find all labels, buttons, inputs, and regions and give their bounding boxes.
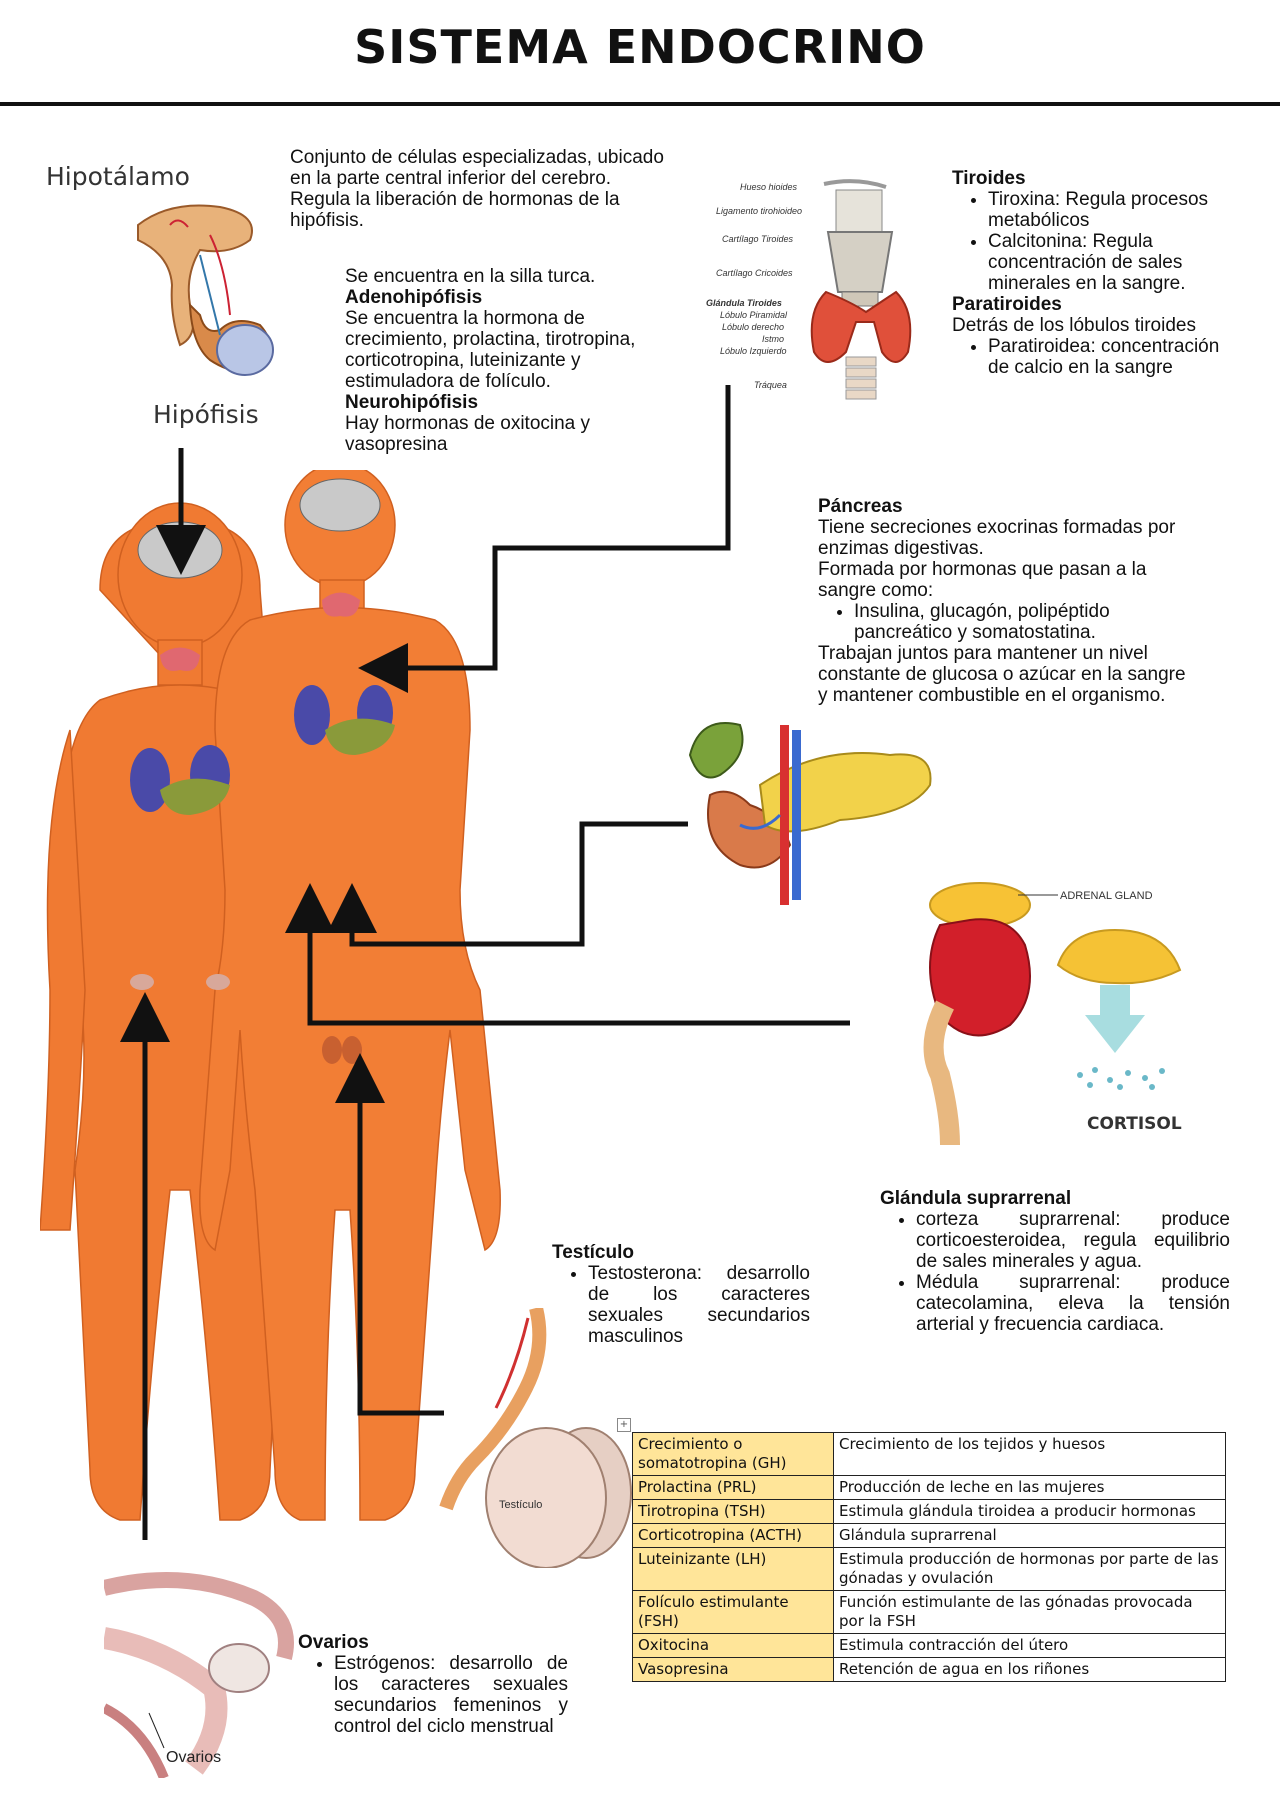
suprarrenal-item: corteza suprarrenal: produce corticoeste… xyxy=(916,1209,1230,1272)
hipotalamo-desc-1: Conjunto de células especializadas, ubic… xyxy=(290,147,664,189)
hormone-name-cell: Prolactina (PRL) xyxy=(632,1475,834,1500)
female-brain xyxy=(137,521,223,579)
table-row: Folículo estimulante (FSH)Función estimu… xyxy=(632,1590,1226,1634)
hypothalamus-pituitary-illustration xyxy=(137,204,274,376)
hormone-function-cell: Retención de agua en los riñones xyxy=(833,1657,1226,1682)
paratiroides-title: Paratiroides xyxy=(952,294,1062,315)
hormone-name-cell: Crecimiento o somatotropina (GH) xyxy=(632,1432,834,1476)
suprarrenal-title: Glándula suprarrenal xyxy=(880,1188,1072,1209)
male-testis-left xyxy=(322,1036,342,1064)
female-kidney-left xyxy=(130,748,170,812)
hormone-name-cell: Vasopresina xyxy=(632,1657,834,1682)
cortisol-label: CORTISOL xyxy=(1087,1114,1182,1134)
hormone-function-cell: Producción de leche en las mujeres xyxy=(833,1475,1226,1500)
female-ovary-right xyxy=(206,974,230,990)
suprarrenal-section: Glándula suprarrenal corteza suprarrenal… xyxy=(880,1188,1230,1335)
female-pancreas xyxy=(160,778,230,815)
hormone-name-cell: Luteinizante (LH) xyxy=(632,1547,834,1591)
adrenal-gland-illustration: ADRENAL GLAND CORTISOL xyxy=(923,882,1182,1146)
tiroides-item: Tiroxina: Regula procesos metabólicos xyxy=(988,189,1242,231)
thyroid-label-traquea: Tráquea xyxy=(754,380,787,390)
table-move-handle[interactable]: + xyxy=(617,1418,631,1432)
tiroides-section: Tiroides Tiroxina: Regula procesos metab… xyxy=(952,168,1242,378)
thyroid-label-derecho: Lóbulo derecho xyxy=(722,322,784,332)
tiroides-title: Tiroides xyxy=(952,168,1026,189)
hormone-function-cell: Crecimiento de los tejidos y huesos xyxy=(833,1432,1226,1476)
hormone-function-cell: Función estimulante de las gónadas provo… xyxy=(833,1590,1226,1634)
pancreas-section: Páncreas Tiene secreciones exocrinas for… xyxy=(818,496,1188,706)
hipofisis-description: Se encuentra en la silla turca. Adenohip… xyxy=(345,266,675,455)
pancreas-p2: Formada por hormonas que pasan a la sang… xyxy=(818,559,1147,601)
human-bodies-illustration xyxy=(40,470,501,1521)
pancreas-illustration xyxy=(688,722,932,905)
thyroid-label-cricoides: Cartílago Cricoides xyxy=(716,268,793,278)
hipotalamo-desc-2: Regula la liberación de hormonas de la h… xyxy=(290,189,620,231)
hormone-function-cell: Glándula suprarrenal xyxy=(833,1523,1226,1548)
hormone-name-cell: Corticotropina (ACTH) xyxy=(632,1523,834,1548)
female-thyroid xyxy=(160,647,200,671)
pancreas-p1: Tiene secreciones exocrinas formadas por… xyxy=(818,517,1176,559)
page-title: SISTEMA ENDOCRINO xyxy=(354,20,926,74)
adrenal-gland-label: ADRENAL GLAND xyxy=(1060,890,1153,902)
pancreas-p3: Trabajan juntos para mantener un nivel c… xyxy=(818,643,1186,706)
table-row: Prolactina (PRL)Producción de leche en l… xyxy=(632,1475,1226,1500)
thyroid-label-ligamento: Ligamento tirohioideo xyxy=(716,206,802,216)
ovarios-title: Ovarios xyxy=(298,1632,369,1653)
hipotalamo-label: Hipotálamo xyxy=(46,162,190,191)
adenohipofisis-text: Se encuentra la hormona de crecimiento, … xyxy=(345,308,636,392)
thyroid-label-cartilago-tiroides: Cartílago Tiroides xyxy=(722,234,793,244)
male-pancreas xyxy=(325,718,395,755)
title-divider xyxy=(0,102,1280,106)
neurohipofisis-title: Neurohipófisis xyxy=(345,392,479,413)
testiculo-item: Testosterona: desarrollo de los caracter… xyxy=(588,1263,810,1347)
adenohipofisis-title: Adenohipófisis xyxy=(345,287,483,308)
male-thyroid xyxy=(322,592,360,617)
hormone-table: Crecimiento o somatotropina (GH)Crecimie… xyxy=(632,1432,1226,1682)
male-brain xyxy=(299,478,381,532)
thyroid-illustration: Hueso hioides Ligamento tirohioideo Cart… xyxy=(706,179,912,400)
ovaries-illustration: Ovarios xyxy=(104,1572,294,1778)
ovarios-section: Ovarios Estrógenos: desarrollo de los ca… xyxy=(298,1632,568,1737)
neurohipofisis-text: Hay hormonas de oxitocina y vasopresina xyxy=(345,413,591,455)
thyroid-label-glandula: Glándula Tiroides xyxy=(706,298,782,308)
paratiroides-text: Detrás de los lóbulos tiroides xyxy=(952,315,1196,336)
testicle-image-label: Testículo xyxy=(499,1499,542,1511)
testiculo-section: Testículo Testosterona: desarrollo de lo… xyxy=(552,1242,810,1347)
paratiroides-item: Paratiroidea: concentración de calcio en… xyxy=(988,336,1242,378)
hormone-function-cell: Estimula contracción del útero xyxy=(833,1633,1226,1658)
male-kidney-left xyxy=(294,685,330,745)
table-row: Luteinizante (LH)Estimula producción de … xyxy=(632,1547,1226,1591)
hormone-function-cell: Estimula glándula tiroidea a producir ho… xyxy=(833,1499,1226,1524)
hormone-name-cell: Tirotropina (TSH) xyxy=(632,1499,834,1524)
thyroid-label-izquierdo: Lóbulo Izquierdo xyxy=(720,346,787,356)
thyroid-label-piramidal: Lóbulo Piramidal xyxy=(720,310,788,320)
table-row: Corticotropina (ACTH)Glándula suprarrena… xyxy=(632,1523,1226,1548)
hipofisis-location: Se encuentra en la silla turca. xyxy=(345,266,596,287)
tiroides-item: Calcitonina: Regula concentración de sal… xyxy=(988,231,1242,294)
hipotalamo-description: Conjunto de células especializadas, ubic… xyxy=(290,147,670,231)
pancreas-title: Páncreas xyxy=(818,496,903,517)
suprarrenal-item: Médula suprarrenal: produce catecolamina… xyxy=(916,1272,1230,1335)
hipofisis-label: Hipófisis xyxy=(153,400,259,429)
ovaries-image-label: Ovarios xyxy=(166,1749,221,1766)
pancreas-item: Insulina, glucagón, polipéptido pancreát… xyxy=(854,601,1188,643)
hormone-name-cell: Oxitocina xyxy=(632,1633,834,1658)
table-row: Crecimiento o somatotropina (GH)Crecimie… xyxy=(632,1432,1226,1476)
testicle-illustration: Testículo xyxy=(439,1308,632,1568)
hormone-function-cell: Estimula producción de hormonas por part… xyxy=(833,1547,1226,1591)
ovarios-item: Estrógenos: desarrollo de los caracteres… xyxy=(334,1653,568,1737)
testiculo-title: Testículo xyxy=(552,1242,634,1263)
male-testis-right xyxy=(342,1036,362,1064)
table-row: Tirotropina (TSH)Estimula glándula tiroi… xyxy=(632,1499,1226,1524)
thyroid-label-istmo: Istmo xyxy=(762,334,784,344)
female-ovary-left xyxy=(130,974,154,990)
hormone-name-cell: Folículo estimulante (FSH) xyxy=(632,1590,834,1634)
thyroid-label-hioides: Hueso hioides xyxy=(740,182,798,192)
